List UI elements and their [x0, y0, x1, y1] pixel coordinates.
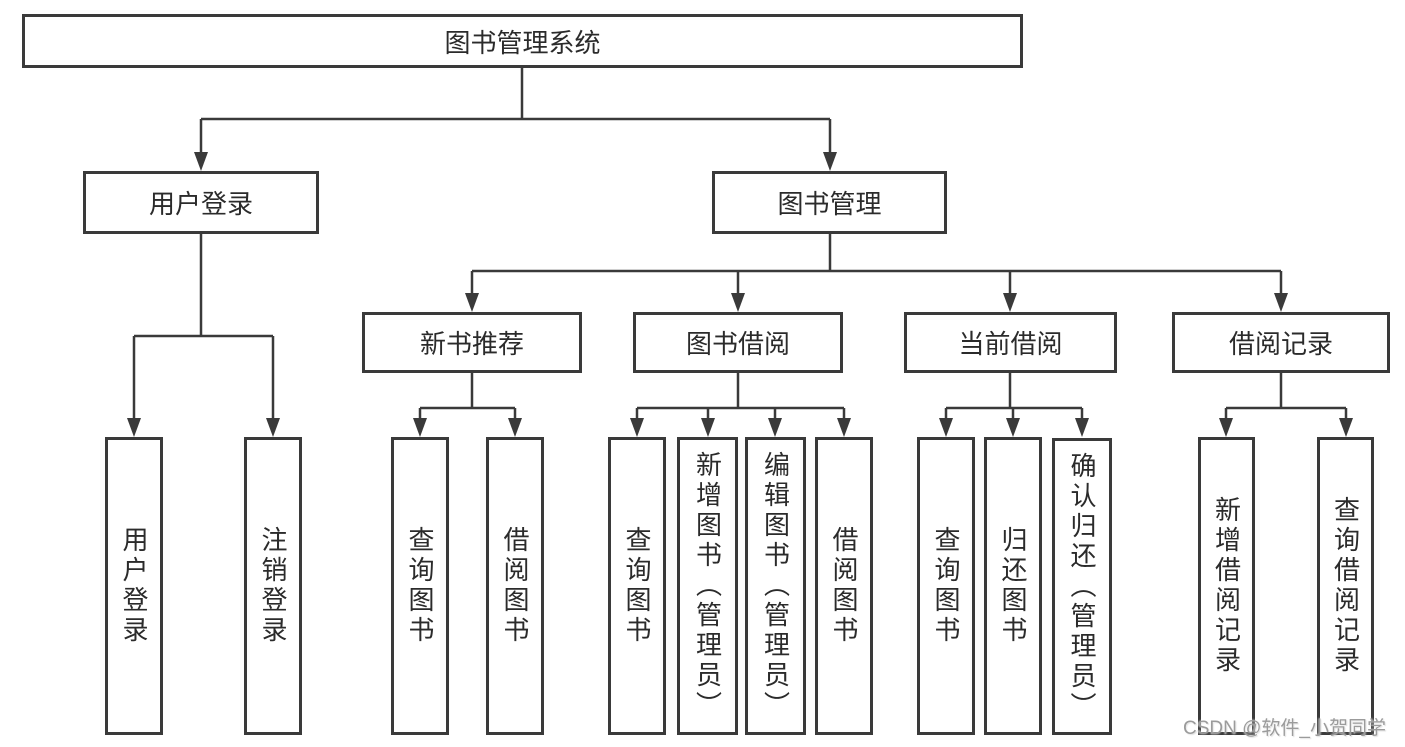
node-root-library-management-system: 图书管理系统: [22, 14, 1023, 68]
arrowhead-current-borrow: [1003, 293, 1017, 312]
arrowhead-leaf-current-confirm: [1075, 418, 1089, 437]
leaf-user-login: 用户登录: [105, 437, 163, 735]
leaf-records-add-record-label: 新增借阅记录: [1211, 496, 1242, 676]
connector-book-management-to-level3: [470, 234, 1283, 296]
arrowhead-leaf-borrow-query: [630, 418, 644, 437]
node-user-login: 用户登录: [83, 171, 319, 234]
leaf-borrow-edit-book: 编辑图书（管理员）: [745, 437, 806, 735]
arrowhead-book-management: [823, 152, 837, 171]
leaf-logout-label: 注销登录: [258, 526, 288, 646]
arrowhead-leaf-borrow-borrow: [837, 418, 851, 437]
arrowhead-borrow-records: [1274, 293, 1288, 312]
leaf-current-query-book-label: 查询图书: [931, 526, 961, 646]
arrowhead-leaf-logout: [266, 418, 280, 437]
leaf-borrow-borrow-book: 借阅图书: [815, 437, 873, 735]
connector-root-to-level2: [199, 68, 832, 155]
leaf-recommend-query-book-label: 查询图书: [405, 526, 435, 646]
arrowhead-leaf-records-add: [1219, 418, 1233, 437]
leaf-user-login-label: 用户登录: [119, 526, 149, 646]
leaf-current-confirm-return: 确认归还（管理员）: [1052, 438, 1112, 735]
arrowhead-leaf-user-login: [127, 418, 141, 437]
leaf-recommend-query-book: 查询图书: [391, 437, 449, 735]
leaf-borrow-add-book: 新增图书（管理员）: [677, 437, 738, 735]
arrowheads: [127, 152, 1353, 437]
leaf-recommend-borrow-book: 借阅图书: [486, 437, 544, 735]
connector-current-borrow-branch: [944, 373, 1084, 421]
arrowhead-leaf-current-query: [939, 418, 953, 437]
leaf-current-confirm-return-label: 确认归还（管理员）: [1067, 451, 1097, 722]
leaf-logout: 注销登录: [244, 437, 302, 735]
arrowhead-leaf-records-query: [1339, 418, 1353, 437]
arrowhead-leaf-current-return: [1006, 418, 1020, 437]
leaf-borrow-query-book: 查询图书: [608, 437, 666, 735]
leaf-records-query-record-label: 查询借阅记录: [1330, 496, 1361, 676]
arrowhead-leaf-recommend-borrow: [508, 418, 522, 437]
node-new-book-recommend: 新书推荐: [362, 312, 582, 373]
connector-book-borrow-branch: [635, 373, 846, 421]
leaf-records-query-record: 查询借阅记录: [1317, 437, 1374, 735]
node-book-management: 图书管理: [712, 171, 947, 234]
leaf-current-return-book-label: 归还图书: [998, 526, 1028, 646]
leaf-recommend-borrow-book-label: 借阅图书: [500, 526, 530, 646]
leaf-records-add-record: 新增借阅记录: [1198, 437, 1255, 735]
leaf-current-return-book: 归还图书: [984, 437, 1042, 735]
node-book-borrow: 图书借阅: [633, 312, 843, 373]
leaf-borrow-edit-book-label: 编辑图书（管理员）: [760, 451, 791, 721]
connector-borrow-records-branch: [1224, 373, 1348, 421]
arrowhead-user-login: [194, 152, 208, 171]
arrowhead-book-borrow: [731, 293, 745, 312]
leaf-borrow-borrow-book-label: 借阅图书: [829, 526, 859, 646]
arrowhead-leaf-borrow-edit: [768, 418, 782, 437]
leaf-borrow-query-book-label: 查询图书: [622, 526, 652, 646]
connector-user-login-to-leaves: [132, 234, 275, 420]
leaf-borrow-add-book-label: 新增图书（管理员）: [692, 451, 723, 721]
arrowhead-leaf-borrow-add: [701, 418, 715, 437]
connector-new-book-recommend-branch: [418, 373, 517, 421]
arrowhead-new-book-recommend: [465, 293, 479, 312]
csdn-watermark: CSDN @软件_小贺同学: [1183, 718, 1386, 739]
connector-lines: [132, 68, 1348, 421]
arrowhead-leaf-recommend-query: [413, 418, 427, 437]
node-borrow-records: 借阅记录: [1172, 312, 1390, 373]
leaf-current-query-book: 查询图书: [917, 437, 975, 735]
node-current-borrow: 当前借阅: [904, 312, 1117, 373]
